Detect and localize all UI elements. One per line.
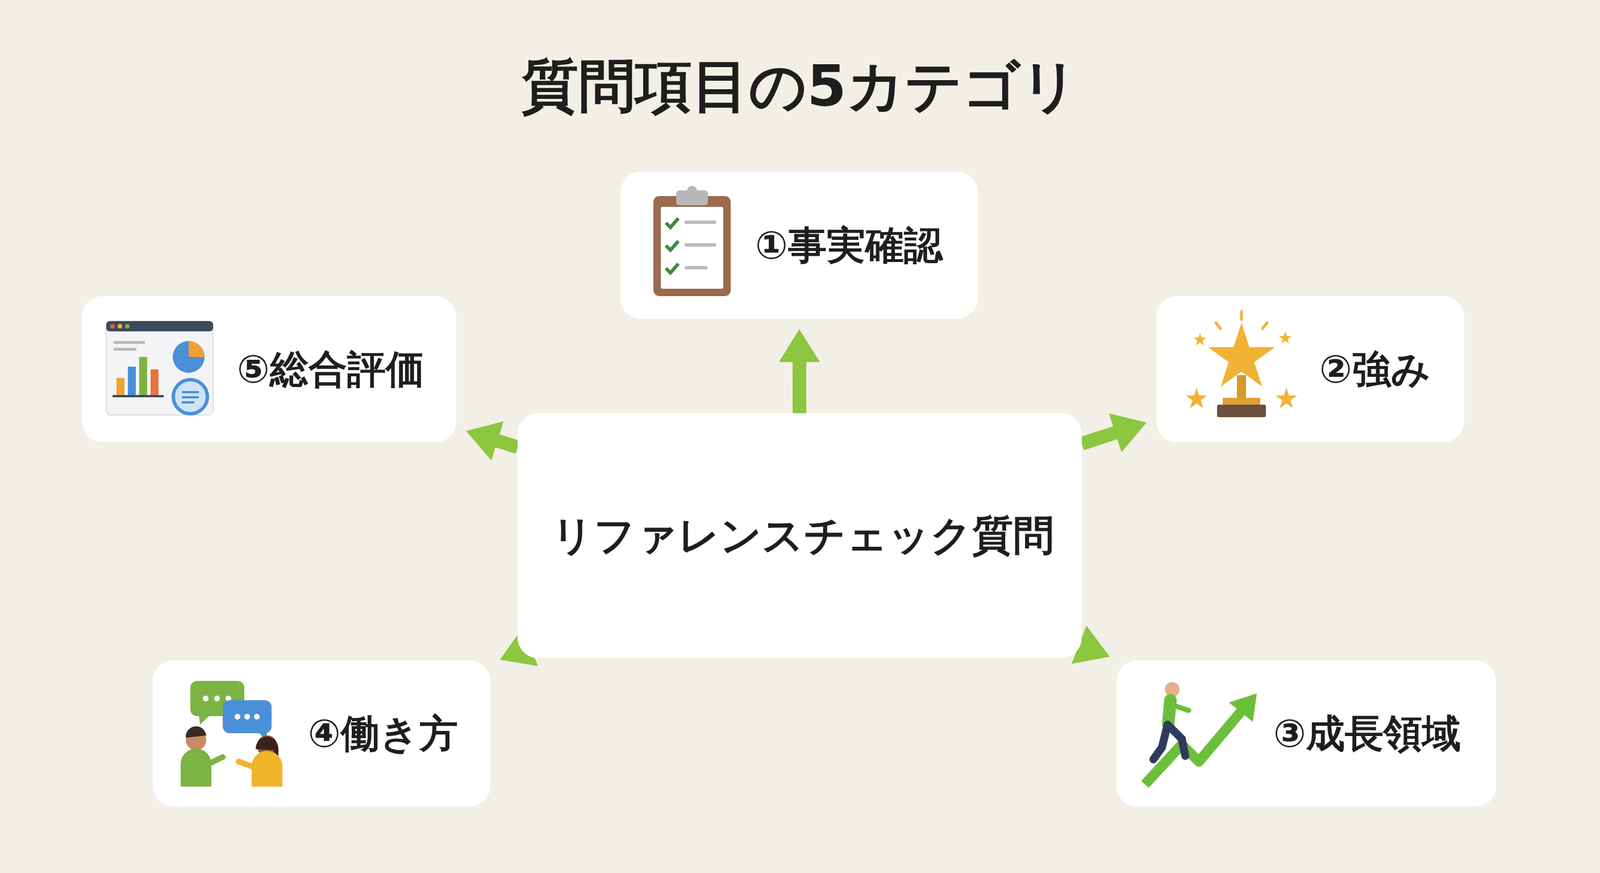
dashboard-icon-part — [110, 323, 115, 329]
category-label: ④働き方 — [307, 710, 458, 757]
clipboard-icon — [653, 185, 731, 297]
trophy-icon-part — [1185, 387, 1208, 408]
trophy-icon-part — [1240, 311, 1244, 320]
clipboard-icon-part — [665, 218, 679, 228]
clipboard-icon-part — [684, 243, 716, 247]
clipboard-icon-part — [684, 220, 716, 224]
category-label: ②強み — [1319, 346, 1431, 393]
conversation-icon-part — [198, 714, 211, 725]
dashboard-icon-part — [139, 356, 148, 395]
arrow-head — [1109, 413, 1147, 452]
trophy-icon-part — [1215, 322, 1221, 329]
conversation-icon-part — [185, 726, 207, 738]
clipboard-icon-part — [653, 196, 731, 297]
conversation-icon — [180, 680, 283, 787]
climber-icon-part — [1153, 724, 1168, 760]
conversation-icon-part — [202, 695, 209, 702]
dashboard-icon — [106, 321, 214, 415]
arrow-head — [778, 328, 820, 362]
climber-icon-part — [1171, 704, 1189, 711]
conversation-icon-part — [214, 695, 220, 702]
category-label: ⑤総合評価 — [236, 346, 425, 393]
trophy-icon — [1185, 311, 1298, 418]
dashboard-icon-part — [116, 377, 125, 395]
clipboard-icon-part — [665, 240, 679, 250]
trophy-icon-part — [1278, 331, 1293, 344]
arrow-head — [465, 421, 504, 461]
trophy-icon-part — [1222, 397, 1261, 406]
trophy-icon-part — [1217, 404, 1266, 418]
hub-box: リファレンスチェック質問 — [517, 413, 1082, 658]
dashboard-icon-part — [112, 394, 164, 398]
conversation-icon-part — [180, 748, 212, 787]
arrow-shaft — [495, 439, 518, 447]
climber-icon — [1144, 681, 1257, 785]
dashboard-icon-part — [150, 369, 159, 395]
climber-icon-part — [1144, 707, 1245, 785]
dashboard-icon-part — [113, 347, 137, 351]
trophy-icon-part — [1275, 387, 1298, 408]
dashboard-icon-part — [181, 396, 199, 399]
dashboard-icon-part — [106, 321, 214, 415]
arrow-connector — [1081, 413, 1147, 452]
arrow-shaft — [1081, 431, 1118, 444]
conversation-icon-part — [238, 761, 255, 768]
dashboard-icon-part — [106, 321, 214, 332]
clipboard-icon-part — [686, 185, 698, 197]
dashboard-icon-part — [127, 366, 136, 395]
clipboard-icon-part — [684, 265, 708, 270]
clipboard-icon-part — [660, 206, 724, 289]
dashboard-icon-part — [181, 390, 199, 394]
conversation-icon-part — [244, 713, 250, 720]
clipboard-icon-part — [665, 263, 679, 273]
dashboard-icon-part — [173, 379, 208, 414]
conversation-icon-part — [234, 713, 241, 720]
climber-icon-part — [1228, 693, 1257, 722]
conversation-icon-part — [207, 756, 223, 765]
dashboard-icon-part — [181, 401, 195, 404]
arrow-connector — [778, 328, 820, 414]
arrow-connector — [465, 421, 518, 461]
dashboard-icon-part — [113, 340, 145, 344]
trophy-icon-part — [1236, 375, 1247, 399]
trophy-icon-part — [1262, 322, 1268, 329]
category-label: ①事実確認 — [755, 222, 943, 269]
dashboard-icon-part — [117, 323, 123, 329]
dashboard-icon-part — [172, 340, 205, 373]
category-box: ②強み — [1156, 296, 1465, 443]
trophy-icon-part — [1193, 332, 1207, 346]
dashboard-icon-part — [125, 323, 130, 329]
category-label: ③成長領域 — [1273, 710, 1461, 757]
conversation-icon-part — [253, 713, 260, 720]
diagram-title: 質問項目の5カテゴリ — [0, 52, 1600, 121]
hub-label: リファレンスチェック質問 — [551, 510, 1054, 560]
conversation-icon-part — [222, 700, 272, 733]
dashboard-icon-part — [188, 340, 205, 357]
arrow-shaft — [792, 359, 807, 414]
